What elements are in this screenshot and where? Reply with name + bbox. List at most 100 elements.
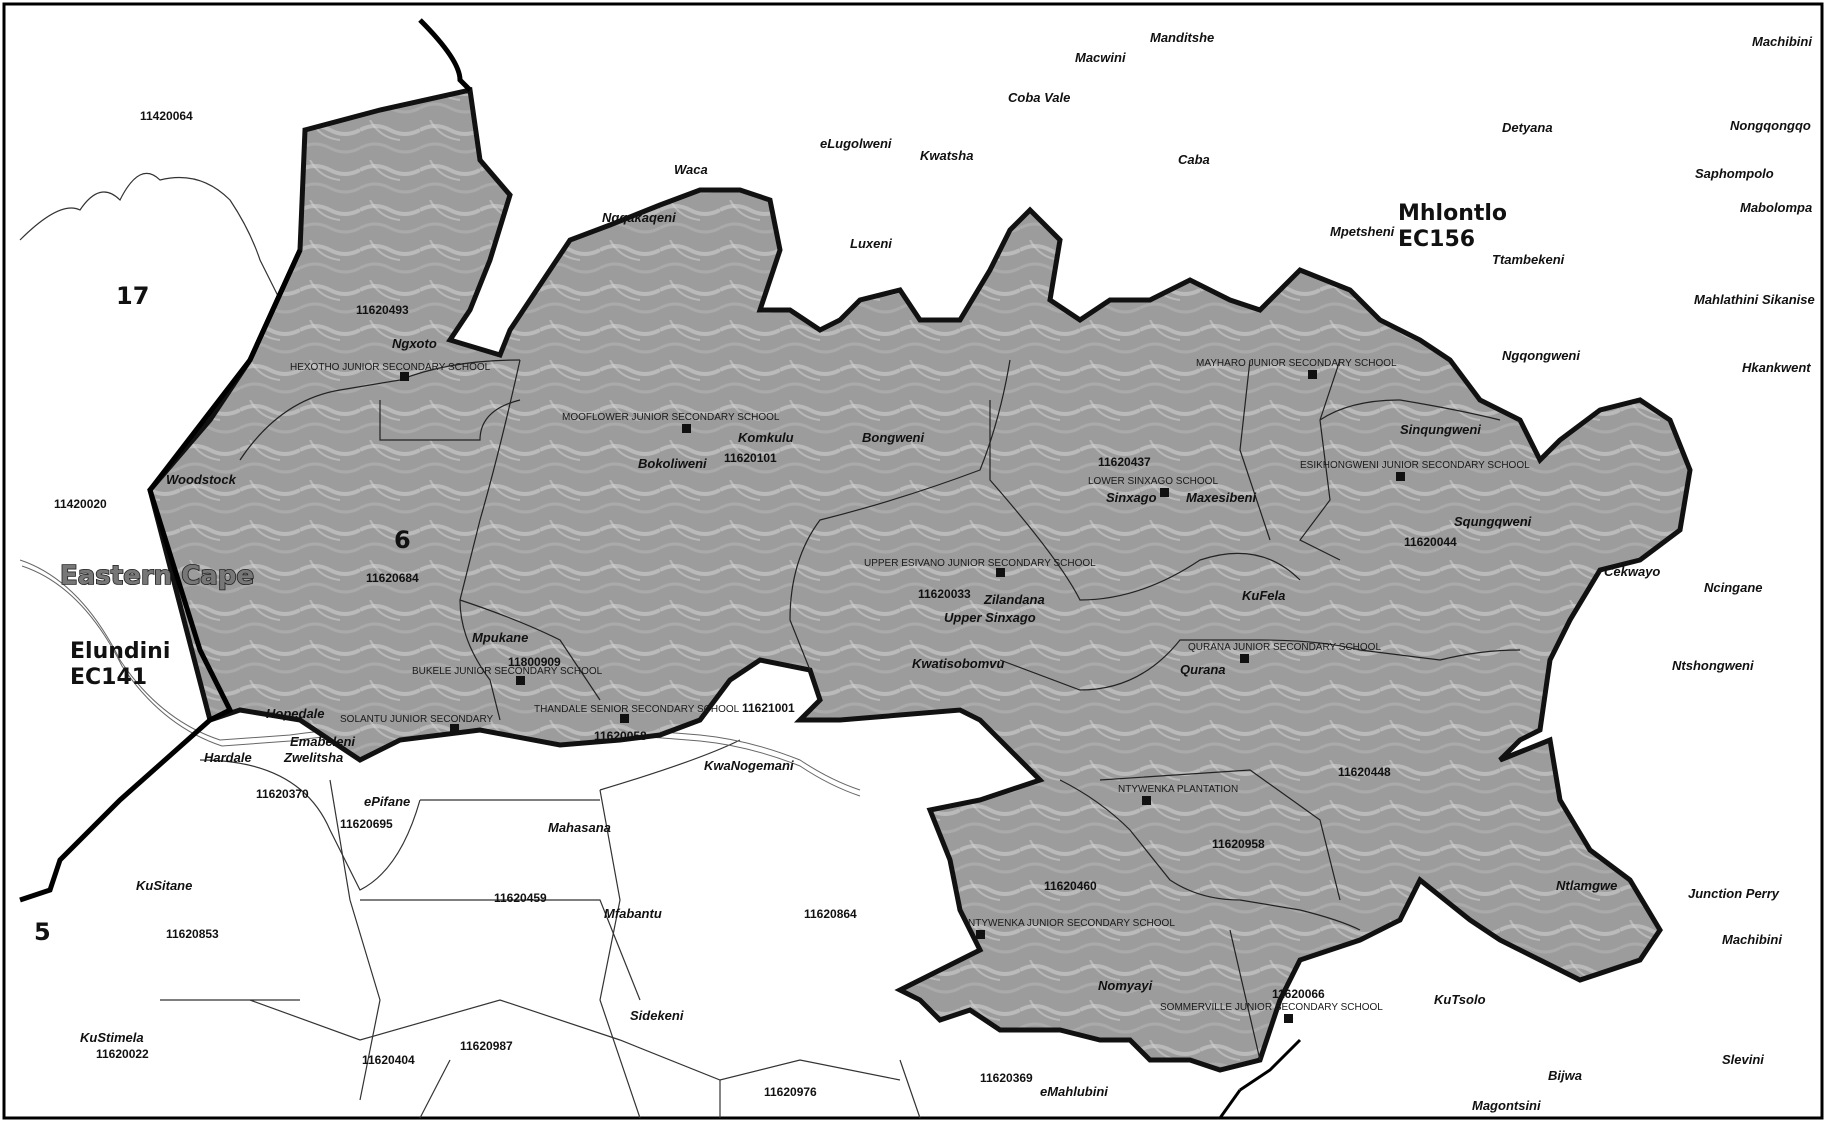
place-label: Zilandana [983,592,1045,607]
school-marker [620,714,629,723]
area-code-label: 11800909 [508,655,561,669]
area-code-label: 11620033 [918,587,971,601]
school-label: MAYHARO JUNIOR SECONDARY SCHOOL [1196,358,1397,369]
school-marker [400,372,409,381]
place-label: Emabeleni [290,734,355,749]
school-label: LOWER SINXAGO SCHOOL [1088,476,1218,487]
place-label: Hopedale [266,706,325,721]
school-marker [1396,472,1405,481]
place-label: KuFela [1242,588,1285,603]
place-label: Upper Sinxago [944,610,1036,625]
school-marker [1308,370,1317,379]
place-label: Junction Perry [1688,886,1780,901]
place-label: Bijwa [1548,1068,1582,1083]
place-label: Ttambekeni [1492,252,1565,267]
place-label: Coba Vale [1008,90,1070,105]
school-label: MOOFLOWER JUNIOR SECONDARY SCHOOL [562,412,780,423]
area-code-label: 11620459 [494,891,547,905]
school-label: UPPER ESIVANO JUNIOR SECONDARY SCHOOL [864,558,1096,569]
place-label: Kwatsha [920,148,973,163]
place-label: Macwini [1075,50,1126,65]
place-label: Ntlamgwe [1556,878,1617,893]
area-code-label: 11620460 [1044,879,1097,893]
area-code-label: 11420064 [140,109,193,123]
school-marker [1160,488,1169,497]
municipality-name: Mhlontlo [1398,201,1507,226]
place-label: KuTsolo [1434,992,1486,1007]
municipality-code: EC141 [70,665,147,690]
ward-number: 17 [116,282,149,310]
ward-number: 6 [394,526,411,554]
place-label: Magontsini [1472,1098,1541,1113]
ward-boundaries [19,172,921,1119]
place-label: Mabolompa [1740,200,1812,215]
area-code-label: 11620066 [1272,987,1325,1001]
municipality-code: EC156 [1398,227,1475,252]
school-marker [996,568,1005,577]
place-label: Mfabantu [604,906,662,921]
school-label: HEXOTHO JUNIOR SECONDARY SCHOOL [290,362,491,373]
municipality-name: Elundini [70,639,170,664]
area-code-label: 11620369 [980,1071,1033,1085]
area-code-label: 11620370 [256,787,309,801]
school-marker [1240,654,1249,663]
place-label: Ngqongweni [1502,348,1580,363]
area-code-label: 11420020 [54,497,107,511]
school-label: SOMMERVILLE JUNIOR SECONDARY SCHOOL [1160,1002,1383,1013]
place-label: Sinxago [1106,490,1157,505]
place-label: Ngxoto [392,336,437,351]
place-label: Bongweni [862,430,924,445]
ward-number: 5 [34,918,51,946]
place-label: Slevini [1722,1052,1764,1067]
place-label: Komkulu [738,430,794,445]
place-label: Mpukane [472,630,528,645]
place-label: Sikanise [1762,292,1815,307]
area-code-label: 11620976 [764,1085,817,1099]
place-label: Detyana [1502,120,1553,135]
area-code-label: 11620044 [1404,535,1457,549]
place-label: Ntshongweni [1672,658,1754,673]
place-label: Luxeni [850,236,892,251]
place-label: KwaNogemani [704,758,794,773]
school-label: BUKELE JUNIOR SECONDARY SCHOOL [412,666,603,677]
area-code-label: 11620022 [96,1047,149,1061]
area-code-label: 11620987 [460,1039,513,1053]
place-label: Caba [1178,152,1210,167]
place-label: Cekwayo [1604,564,1660,579]
area-code-label: 11620958 [1212,837,1265,851]
school-label: ESIKHONGWENI JUNIOR SECONDARY SCHOOL [1300,460,1530,471]
place-label: Hkankwent [1742,360,1811,375]
school-label: QURANA JUNIOR SECONDARY SCHOOL [1188,642,1381,653]
school-marker [976,930,985,939]
area-code-label: 11620864 [804,907,857,921]
area-code-label: 11620058 [594,729,647,743]
place-label: Bokoliweni [638,456,707,471]
school-marker [682,424,691,433]
area-code-label: 11620404 [362,1053,415,1067]
place-label: Ngqakaqeni [602,210,676,225]
school-marker [450,724,459,733]
place-label: Ncingane [1704,580,1763,595]
district-boundaries [19,18,472,903]
area-code-label: 11620493 [356,303,409,317]
municipal-boundary [1218,1038,1302,1119]
place-label: Machibini [1722,932,1782,947]
province-label: Eastern Cape [60,561,254,591]
school-markers [400,370,1405,1023]
shaded-ward-region [147,86,1693,1073]
place-label: Sinqungweni [1400,422,1481,437]
place-label: Qurana [1180,662,1226,677]
place-label: Woodstock [166,472,237,487]
place-label: Squngqweni [1454,514,1532,529]
inner-boundaries [239,359,1521,1061]
place-label: eLugolweni [820,136,892,151]
place-label: Kwatisobomvu [912,656,1005,671]
area-code-label: 11621001 [742,701,795,715]
place-label: Zwelitsha [283,750,343,765]
place-label: Nongqongqo [1730,118,1811,133]
place-label: Mahlathini [1694,292,1759,307]
place-label: eMahlubini [1040,1084,1108,1099]
place-label: Sidekeni [630,1008,684,1023]
place-label: Machibini [1752,34,1812,49]
